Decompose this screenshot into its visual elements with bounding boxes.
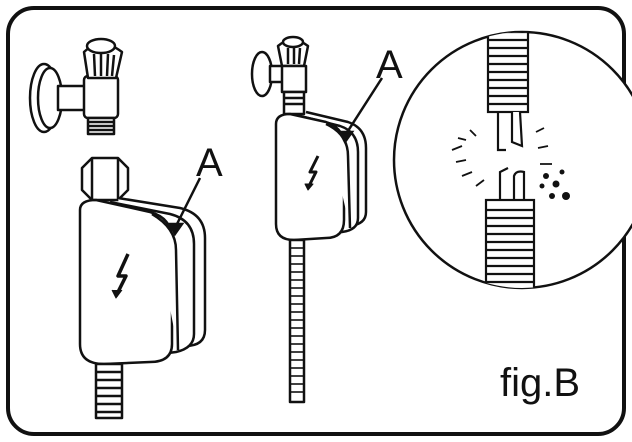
left-waterstop-device xyxy=(78,156,207,420)
label-a-left: A xyxy=(196,141,223,185)
middle-hose-ribs xyxy=(290,247,304,393)
magnified-detail-contents xyxy=(451,32,570,288)
middle-assembled-device xyxy=(250,35,368,404)
middle-a-pointer xyxy=(337,77,384,145)
left-angle-valve xyxy=(28,37,124,136)
figure-caption: fig.B xyxy=(500,361,580,405)
left-a-pointer xyxy=(167,177,202,237)
label-a-middle: A xyxy=(376,43,403,87)
